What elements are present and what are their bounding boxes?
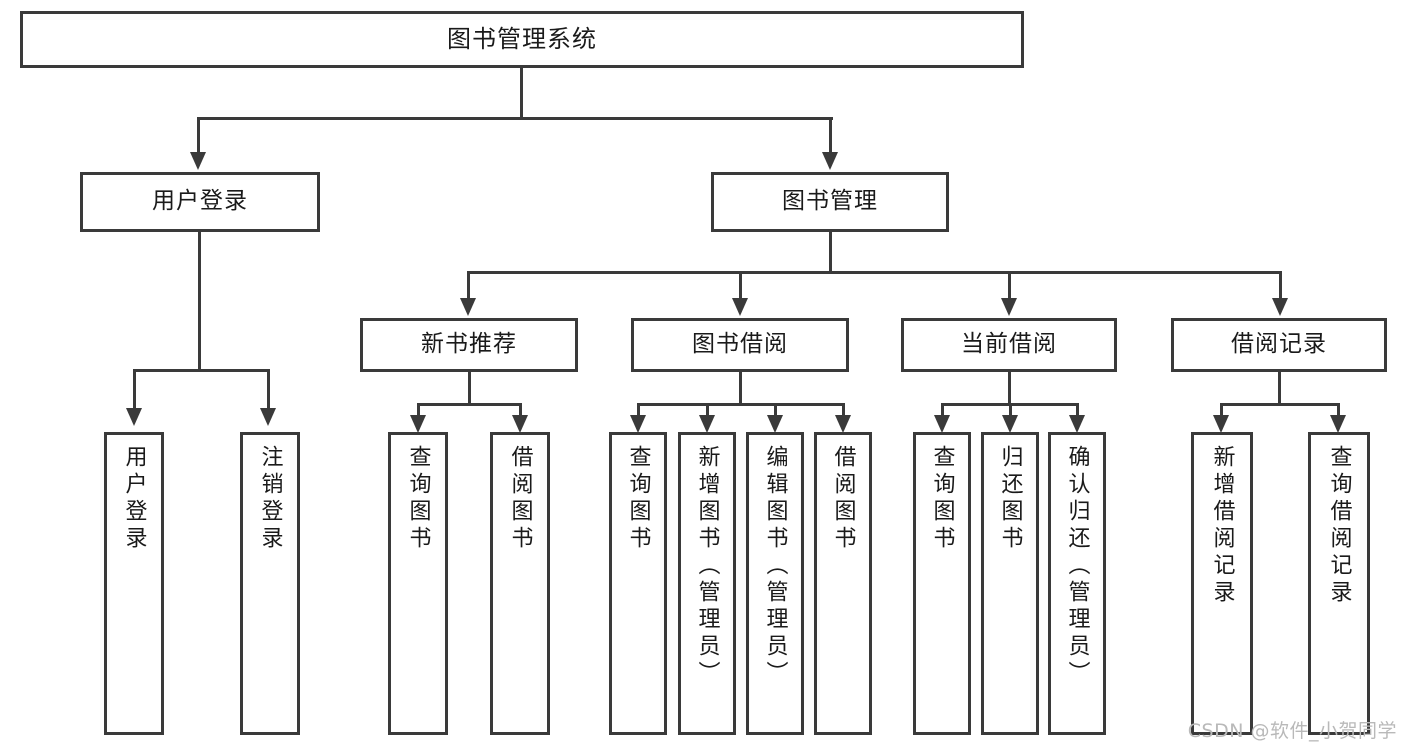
node-book-borrow[interactable]: 图书借阅 [631, 318, 849, 372]
connector-drop-bb-leaf-3 [842, 403, 845, 425]
arrow-nbr-leaf-0 [410, 415, 426, 433]
leaf-label: 编辑图书（管理员） [762, 445, 788, 688]
connector-drop-cb-leaf-2 [1076, 403, 1079, 425]
connector-borrow-record-bus [1220, 403, 1340, 406]
connector-user-login-bus [133, 369, 270, 372]
connector-drop-new-book-recommend [467, 271, 470, 301]
node-label: 用户登录 [152, 188, 248, 215]
node-label: 当前借阅 [961, 331, 1057, 358]
connector-drop-br-leaf-0 [1220, 403, 1223, 425]
connector-new-book-recommend-stem [468, 372, 471, 406]
node-user-login[interactable]: 用户登录 [80, 172, 320, 232]
leaf-label: 用户登录 [121, 445, 147, 553]
connector-borrow-record-stem [1278, 372, 1281, 406]
connector-drop-book-borrow [739, 271, 742, 301]
arrow-book-manage [822, 152, 838, 170]
leaf-edit-book[interactable]: 编辑图书（管理员） [746, 432, 804, 735]
node-label: 图书管理 [782, 188, 878, 215]
leaf-borrow-book-1[interactable]: 借阅图书 [490, 432, 550, 735]
leaf-label: 查询图书 [929, 445, 955, 553]
connector-drop-leaf-user-login [133, 369, 136, 411]
arrow-nbr-leaf-1 [512, 415, 528, 433]
arrow-cb-leaf-2 [1069, 415, 1085, 433]
leaf-label: 查询图书 [625, 445, 651, 553]
arrow-bb-leaf-2 [767, 415, 783, 433]
leaf-return-book[interactable]: 归还图书 [981, 432, 1039, 735]
connector-drop-bb-leaf-1 [706, 403, 709, 425]
connector-book-borrow-bus [637, 403, 845, 406]
connector-drop-user-login [197, 117, 200, 155]
arrow-br-leaf-1 [1330, 415, 1346, 433]
node-label: 图书借阅 [692, 331, 788, 358]
node-book-manage[interactable]: 图书管理 [711, 172, 949, 232]
arrow-leaf-user-login [126, 408, 142, 426]
node-label: 新书推荐 [421, 331, 517, 358]
node-label: 借阅记录 [1231, 331, 1327, 358]
arrow-borrow-record [1272, 298, 1288, 316]
leaf-query-book-2[interactable]: 查询图书 [609, 432, 667, 735]
leaf-label: 借阅图书 [830, 445, 856, 553]
leaf-user-login[interactable]: 用户登录 [104, 432, 164, 735]
connector-drop-cb-leaf-0 [941, 403, 944, 425]
connector-user-login-stem [198, 232, 201, 372]
arrow-cb-leaf-1 [1002, 415, 1018, 433]
watermark: CSDN @软件_小贺同学 [1187, 720, 1397, 742]
leaf-label: 归还图书 [997, 445, 1023, 553]
node-root-book-management-system[interactable]: 图书管理系统 [20, 11, 1024, 68]
connector-drop-br-leaf-1 [1337, 403, 1340, 425]
connector-drop-book-manage [829, 117, 832, 155]
connector-root-stem [520, 68, 523, 118]
arrow-bb-leaf-1 [699, 415, 715, 433]
connector-drop-leaf-logout [267, 369, 270, 411]
arrow-leaf-logout [260, 408, 276, 426]
leaf-query-book-1[interactable]: 查询图书 [388, 432, 448, 735]
connector-drop-cb-leaf-1 [1009, 403, 1012, 425]
leaf-label: 新增图书（管理员） [694, 445, 720, 688]
leaf-query-record[interactable]: 查询借阅记录 [1308, 432, 1370, 735]
connector-drop-nbr-leaf-0 [417, 403, 420, 425]
leaf-label: 查询图书 [405, 445, 431, 553]
node-borrow-record[interactable]: 借阅记录 [1171, 318, 1387, 372]
node-new-book-recommend[interactable]: 新书推荐 [360, 318, 578, 372]
node-current-borrow[interactable]: 当前借阅 [901, 318, 1117, 372]
leaf-label: 查询借阅记录 [1326, 445, 1352, 607]
leaf-borrow-book-2[interactable]: 借阅图书 [814, 432, 872, 735]
arrow-new-book-recommend [460, 298, 476, 316]
leaf-logout-login[interactable]: 注销登录 [240, 432, 300, 735]
node-label: 图书管理系统 [447, 25, 597, 54]
connector-level3-bus [467, 271, 1282, 274]
connector-drop-borrow-record [1279, 271, 1282, 301]
arrow-cb-leaf-0 [934, 415, 950, 433]
leaf-confirm-return[interactable]: 确认归还（管理员） [1048, 432, 1106, 735]
arrow-book-borrow [732, 298, 748, 316]
arrow-user-login [190, 152, 206, 170]
arrow-current-borrow [1001, 298, 1017, 316]
connector-book-manage-stem [829, 232, 832, 274]
connector-drop-nbr-leaf-1 [519, 403, 522, 425]
leaf-label: 借阅图书 [507, 445, 533, 553]
connector-drop-bb-leaf-2 [774, 403, 777, 425]
arrow-bb-leaf-3 [835, 415, 851, 433]
leaf-query-book-3[interactable]: 查询图书 [913, 432, 971, 735]
connector-drop-bb-leaf-0 [637, 403, 640, 425]
connector-book-borrow-stem [739, 372, 742, 406]
connector-current-borrow-stem [1008, 372, 1011, 406]
leaf-label: 确认归还（管理员） [1064, 445, 1090, 688]
connector-level2-bus [197, 117, 833, 120]
connector-drop-current-borrow [1008, 271, 1011, 301]
connector-new-book-recommend-bus [417, 403, 522, 406]
arrow-bb-leaf-0 [630, 415, 646, 433]
leaf-add-book[interactable]: 新增图书（管理员） [678, 432, 736, 735]
arrow-br-leaf-0 [1213, 415, 1229, 433]
leaf-add-record[interactable]: 新增借阅记录 [1191, 432, 1253, 735]
leaf-label: 注销登录 [257, 445, 283, 553]
leaf-label: 新增借阅记录 [1209, 445, 1235, 607]
